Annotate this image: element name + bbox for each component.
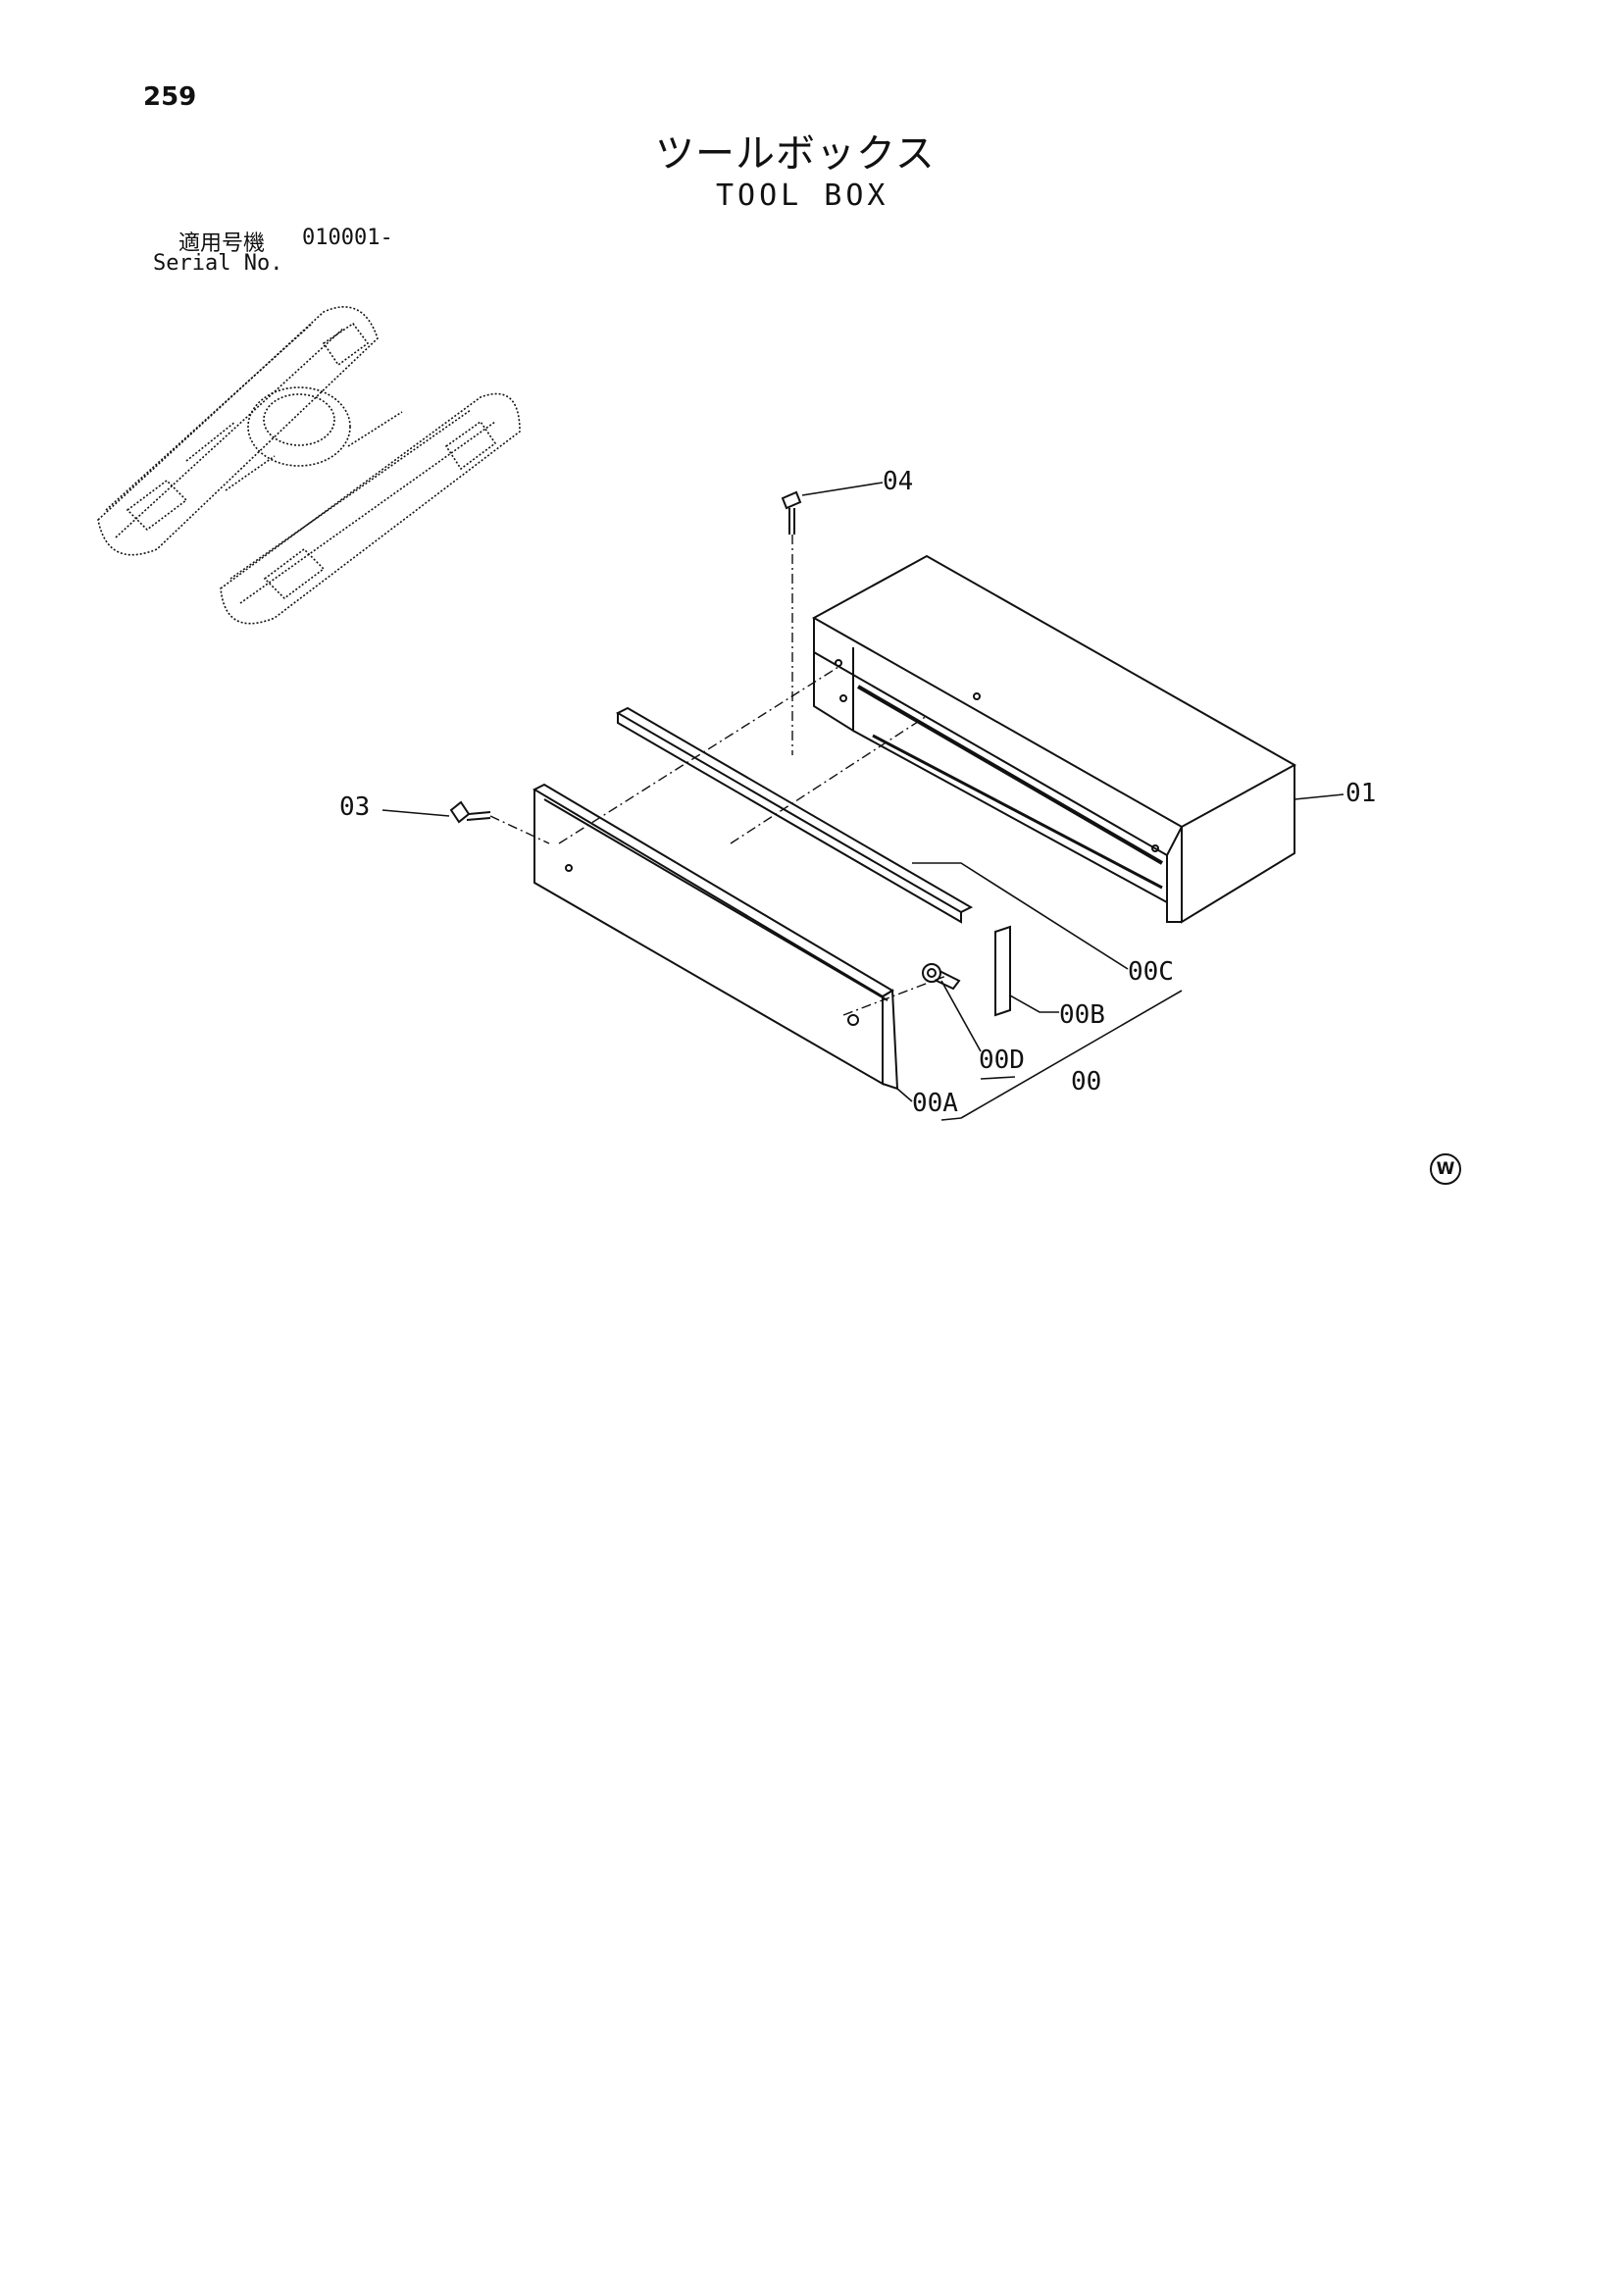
- w-mark-icon: W: [1430, 1153, 1461, 1185]
- callout-00b: 00B: [1059, 1000, 1105, 1030]
- page-number: 259: [143, 82, 197, 112]
- part-01-box-body: [811, 554, 1297, 924]
- callout-04: 04: [883, 467, 914, 496]
- callout-00d: 00D: [979, 1046, 1025, 1075]
- callout-00a: 00A: [912, 1089, 958, 1118]
- serial-label-english: Serial No.: [153, 251, 283, 276]
- part-00b-plate: [994, 925, 1011, 1017]
- callout-00c: 00C: [1128, 957, 1174, 987]
- serial-range: 010001-: [302, 226, 393, 250]
- part-00c-strip: [615, 706, 974, 924]
- part-00a-front-panel: [532, 783, 899, 1091]
- callout-00: 00: [1071, 1067, 1102, 1097]
- page-title-english: TOOL BOX: [716, 179, 889, 213]
- page-title-japanese: ツールボックス: [655, 131, 936, 177]
- machine-location-thumbnail: [97, 306, 521, 625]
- part-03-bolt: [449, 800, 491, 824]
- callout-01: 01: [1345, 779, 1377, 808]
- part-04-bolt: [781, 490, 802, 535]
- callout-03: 03: [339, 792, 371, 822]
- serial-label-japanese: 適用号機: [178, 231, 266, 256]
- part-00d-latch: [922, 963, 961, 991]
